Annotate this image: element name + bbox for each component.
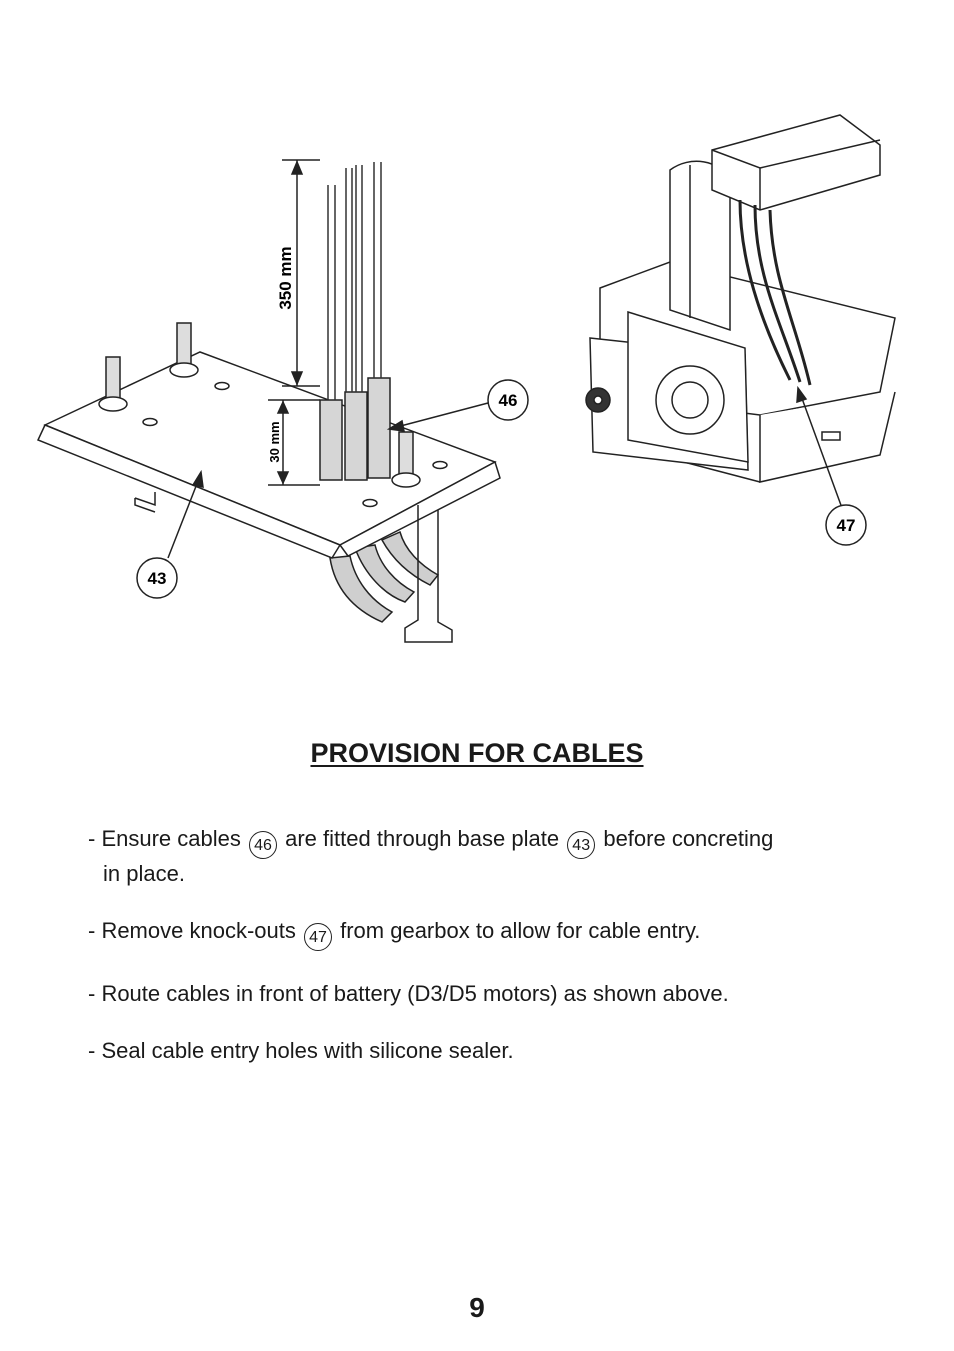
instruction-item-1: - Ensure cables 46 are fitted through ba… [88, 824, 888, 859]
ref-43-badge: 43 [567, 831, 596, 859]
dimension-label-350mm: 350 mm [276, 246, 295, 309]
cable-installation-illustration: 350 mm 30 mm 43 4 [36, 114, 896, 643]
base-plate-drawing [36, 162, 501, 643]
callout-47: 47 [825, 504, 867, 546]
ref-47-badge: 47 [303, 923, 332, 951]
instruction-item-2: - Remove knock-outs 47 from gearbox to a… [88, 916, 888, 951]
dimension-lines [268, 159, 320, 486]
instruction-item-4: - Seal cable entry holes with silicone s… [88, 1038, 514, 1063]
page-number: 9 [469, 1292, 485, 1323]
callout-43: 43 [136, 557, 178, 599]
callout-46-label: 46 [499, 391, 518, 410]
callout-leaders [167, 385, 843, 559]
callout-43-label: 43 [148, 569, 167, 588]
ref-46-badge: 46 [248, 831, 277, 859]
section-title: PROVISION FOR CABLES [0, 738, 954, 769]
dimension-label-30mm: 30 mm [267, 421, 282, 462]
instruction-list: - Ensure cables 46 are fitted through ba… [88, 824, 888, 1065]
gearbox-drawing [585, 114, 896, 483]
instruction-item-3: - Route cables in front of battery (D3/D… [88, 981, 729, 1006]
instruction-item-1-continued: in place. [103, 861, 185, 886]
callout-47-label: 47 [837, 516, 856, 535]
callout-46: 46 [487, 379, 529, 421]
section-title-text: PROVISION FOR CABLES [310, 738, 644, 768]
